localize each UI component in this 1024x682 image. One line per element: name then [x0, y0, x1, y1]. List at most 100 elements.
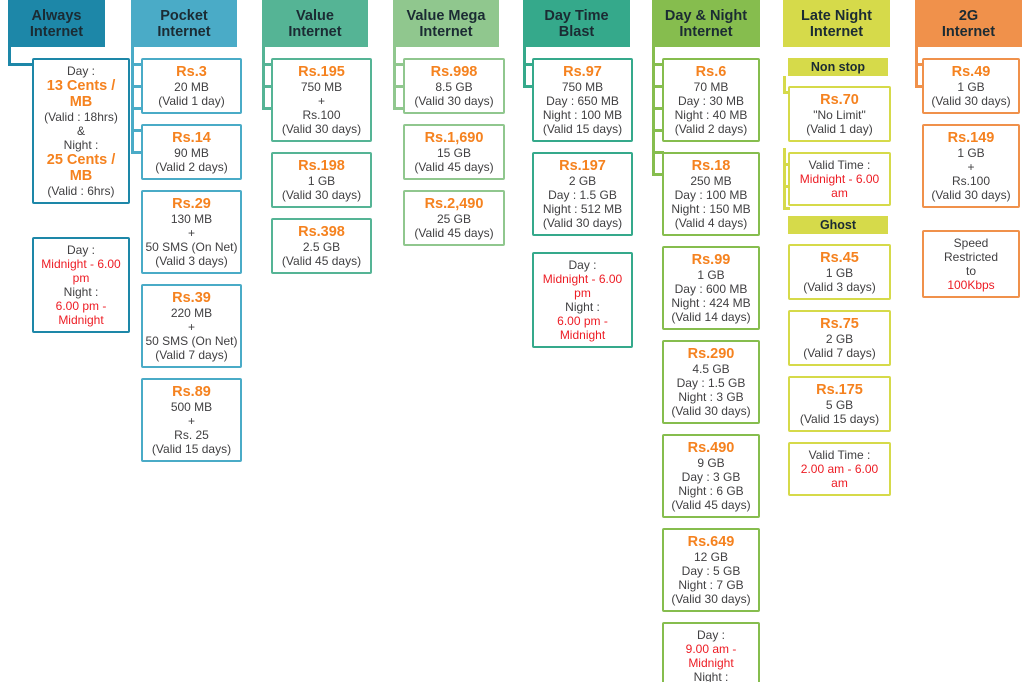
detail-line: (Valid 15 days) [799, 412, 880, 426]
connector-stub [523, 84, 534, 88]
price-line: Rs.2,490 [424, 196, 484, 212]
detail-line: + [187, 320, 195, 334]
connector-stub [8, 62, 34, 66]
detail-line: Day : 1.5 GB [676, 376, 746, 390]
detail-line: 6.00 pm - Midnight [557, 314, 608, 342]
detail-line: (Valid 7 days) [155, 348, 228, 362]
price-line: Rs.175 [816, 382, 863, 398]
note-card: Valid Time :Midnight - 6.00 am [788, 152, 891, 206]
price-line: Rs.6 [695, 64, 727, 80]
detail-line: Valid Time : [808, 158, 871, 172]
detail-line: (Valid 2 days) [674, 122, 748, 136]
connector-stub [652, 172, 664, 176]
detail-line: Day : [66, 243, 95, 257]
price-line: 25 Cents / MB [46, 152, 116, 184]
detail-line: Night : 3 GB [678, 390, 744, 404]
connector-vline [783, 76, 786, 92]
detail-line: (Valid 1 day) [158, 94, 225, 108]
price-line: Rs.70 [820, 92, 859, 108]
detail-line: 750 MB [300, 80, 343, 94]
connector-stub [783, 90, 790, 94]
connector-stub [131, 128, 143, 132]
detail-line: 1 GB [697, 268, 725, 282]
detail-line: (Valid 2 days) [155, 160, 228, 174]
detail-line: Midnight - 6.00 pm [41, 257, 121, 285]
detail-line: Day : 1.5 GB [548, 188, 617, 202]
column-header-2g-internet: 2G Internet [915, 0, 1022, 47]
detail-line: 5 GB [825, 398, 854, 412]
detail-line: Rs.100 [951, 174, 991, 188]
detail-line: 8.5 GB [435, 80, 473, 94]
detail-line: Day : 600 MB [674, 282, 748, 296]
price-line: Rs.1,690 [424, 130, 484, 146]
plan-card: Rs.70"No Limit"(Valid 1 day) [788, 86, 891, 142]
detail-line: Day : 30 MB [677, 94, 745, 108]
connector-vline [393, 47, 396, 108]
detail-line: Day : [66, 64, 95, 78]
detail-line: 50 SMS (On Net) [145, 240, 238, 254]
detail-line: 50 SMS (On Net) [145, 334, 238, 348]
detail-line: Day : [568, 258, 597, 272]
detail-line: Night : [63, 138, 99, 152]
detail-line: 220 MB [170, 306, 213, 320]
price-line: Rs.97 [563, 64, 602, 80]
detail-line: (Valid 30 days) [931, 188, 1011, 202]
column-header-day-and-night-internet: Day & Night Internet [652, 0, 760, 47]
detail-line: 750 MB [561, 80, 604, 94]
connector-vline [523, 47, 526, 86]
price-line: Rs.75 [820, 316, 859, 332]
detail-line: Rs. 25 [174, 428, 209, 442]
detail-line: 9.00 am - Midnight [685, 642, 737, 670]
connector-stub [523, 62, 534, 66]
column-title: Late Night Internet [801, 7, 872, 40]
detail-line: Valid Time : [808, 448, 871, 462]
connector-stub [652, 106, 664, 110]
column-title: Day Time Blast [544, 7, 609, 40]
connector-vline [783, 148, 786, 208]
section-bar-label: Ghost [819, 218, 857, 232]
column-header-pocket-internet: Pocket Internet [131, 0, 237, 47]
detail-line: 250 MB [690, 174, 732, 188]
connector-stub [131, 62, 143, 66]
detail-line: 2 GB [568, 174, 597, 188]
column-title: Value Mega Internet [406, 7, 486, 40]
connector-stub [915, 84, 924, 88]
detail-line: 100Kbps [947, 278, 995, 292]
connector-stub [783, 162, 790, 166]
section-bar-label: Non stop [810, 60, 866, 74]
column-header-always-internet: Always Internet [8, 0, 105, 47]
connector-stub [783, 184, 790, 188]
price-line: Rs.45 [820, 250, 859, 266]
detail-line: Night : [693, 670, 729, 682]
detail-line: (Valid 1 day) [806, 122, 873, 136]
detail-line: (Valid 15 days) [542, 122, 623, 136]
section-bar: Ghost [788, 216, 888, 234]
price-line: Rs.14 [172, 130, 211, 146]
detail-line: (Valid 45 days) [414, 226, 494, 240]
note-card: Valid Time :2.00 am - 6.00 am [788, 442, 891, 496]
detail-line: Night : [565, 300, 600, 314]
connector-stub [131, 84, 143, 88]
plan-card: Day :13 Cents / MB(Valid : 18hrs)&Night … [32, 58, 130, 204]
detail-line: Speed Restricted [943, 236, 999, 264]
connector-vline [915, 47, 918, 86]
detail-line: & [76, 124, 85, 138]
column-title: 2G Internet [941, 7, 996, 40]
detail-line: (Valid 14 days) [671, 310, 751, 324]
connector-stub [262, 106, 273, 110]
detail-line: Day : 3 GB [681, 470, 741, 484]
detail-line: 2.5 GB [302, 240, 341, 254]
connector-stub [131, 150, 143, 154]
